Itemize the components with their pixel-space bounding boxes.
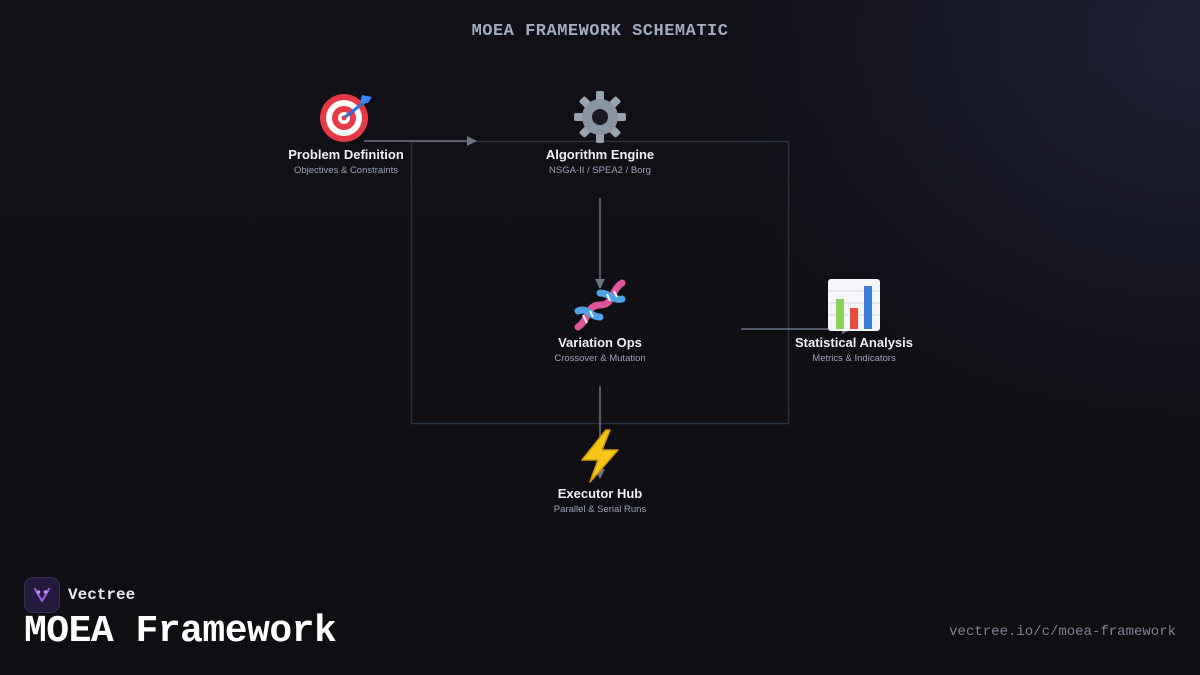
node-problem-definition: Problem Definition Objectives & Constrai… bbox=[226, 89, 466, 176]
node-sublabel: Parallel & Serial Runs bbox=[553, 504, 647, 515]
node-label: Statistical Analysis bbox=[794, 335, 913, 350]
node-sublabel: Objectives & Constraints bbox=[293, 165, 398, 176]
node-statistical-analysis: Statistical Analysis Metrics & Indicator… bbox=[734, 277, 974, 364]
target-icon bbox=[320, 94, 372, 142]
node-label: Problem Definition bbox=[288, 147, 404, 162]
node-sublabel: NSGA-II / SPEA2 / Borg bbox=[549, 165, 651, 176]
node-executor-hub: Executor Hub Parallel & Serial Runs bbox=[480, 428, 720, 515]
page-url: vectree.io/c/moea-framework bbox=[949, 624, 1176, 640]
bar-chart-icon bbox=[828, 279, 880, 331]
dna-icon bbox=[574, 279, 626, 331]
brand-name: Vectree bbox=[68, 586, 136, 604]
gear-icon bbox=[574, 91, 626, 143]
node-sublabel: Crossover & Mutation bbox=[554, 353, 646, 364]
node-variation-ops: Variation Ops Crossover & Mutation bbox=[480, 277, 720, 364]
node-sublabel: Metrics & Indicators bbox=[812, 353, 896, 364]
lightning-icon bbox=[581, 429, 619, 483]
diagram-title: MOEA FRAMEWORK SCHEMATIC bbox=[471, 22, 729, 41]
node-label: Algorithm Engine bbox=[545, 147, 655, 162]
brand: Vectree bbox=[24, 577, 135, 613]
node-label: Variation Ops bbox=[558, 335, 642, 350]
vectree-logo-icon bbox=[24, 577, 60, 613]
node-algorithm-engine: Algorithm Engine NSGA-II / SPEA2 / Borg bbox=[480, 89, 720, 176]
node-label: Executor Hub bbox=[557, 486, 643, 501]
page-title: MOEA Framework bbox=[24, 610, 337, 653]
